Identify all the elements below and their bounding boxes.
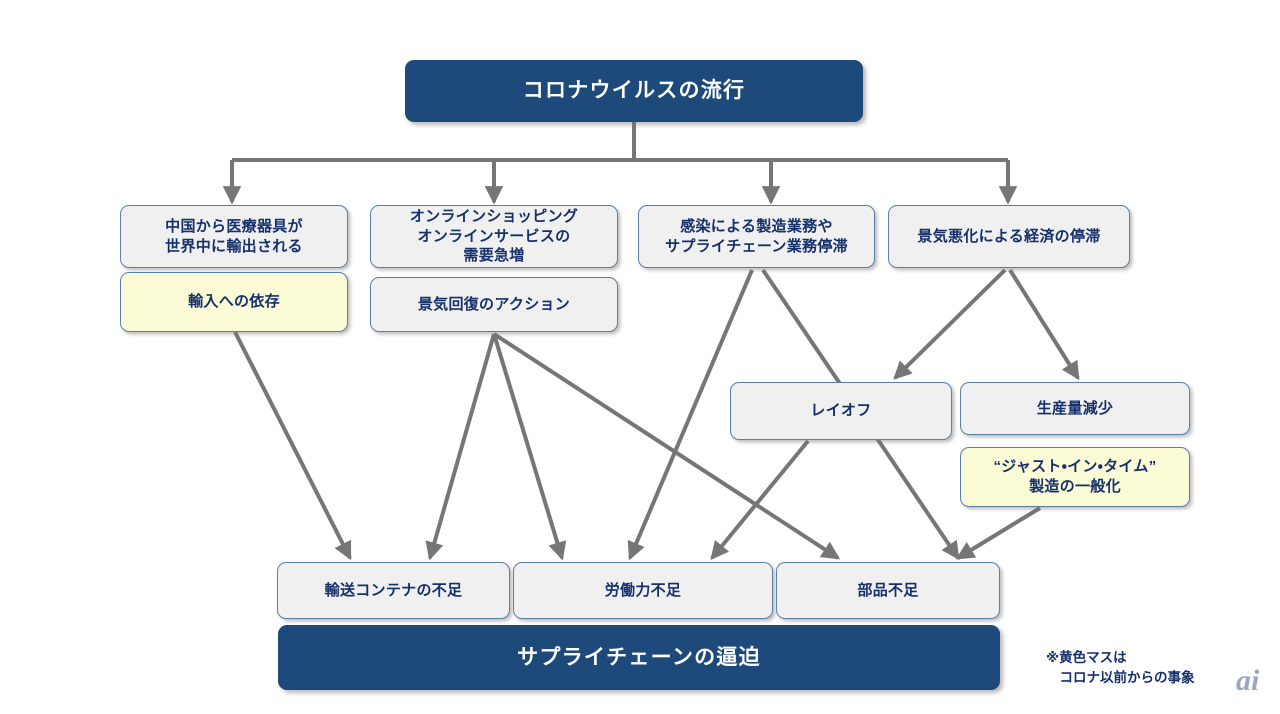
node-jit[interactable]: “ジャスト・イン・タイム” 製造の一般化 xyxy=(960,447,1190,507)
ai-logo-watermark: ai xyxy=(1236,664,1259,698)
node-import[interactable]: 輸入への依存 xyxy=(120,272,348,332)
node-downturn[interactable]: 景気悪化による経済の停滞 xyxy=(888,205,1130,268)
connector-jit-to-parts xyxy=(955,506,1042,560)
node-online[interactable]: オンラインショッピング オンラインサービスの 需要急増 xyxy=(370,205,618,268)
node-label: 感染による製造業務や サプライチェーン業務停滞 xyxy=(665,217,848,255)
connector-recovery-to-parts xyxy=(492,332,841,560)
node-label: 労働力不足 xyxy=(604,581,682,599)
node-infect[interactable]: 感染による製造業務や サプライチェーン業務停滞 xyxy=(638,205,875,268)
node-layoff[interactable]: レイオフ xyxy=(730,382,952,440)
node-label: レイオフ xyxy=(810,402,872,420)
connector-import-to-container xyxy=(233,331,352,561)
node-corona-outbreak[interactable]: コロナウイルスの流行 xyxy=(405,60,863,122)
connector-layoff-to-labor xyxy=(710,439,810,560)
node-label: 輸送コンテナの不足 xyxy=(324,581,463,599)
legend-note: ※黄色マスは コロナ以前からの事象 xyxy=(1046,650,1195,685)
node-parts[interactable]: 部品不足 xyxy=(776,562,1000,619)
node-label: 部品不足 xyxy=(857,581,919,599)
node-label: “ジャスト・イン・タイム” 製造の一般化 xyxy=(993,458,1157,495)
node-label: サプライチェーンの逼迫 xyxy=(517,645,761,669)
node-labor[interactable]: 労働力不足 xyxy=(513,562,773,619)
connector-recovery-to-labor xyxy=(492,333,567,561)
node-label: 輸入への依存 xyxy=(188,293,280,311)
node-china[interactable]: 中国から医療器具が 世界中に輸出される xyxy=(120,205,348,268)
node-label: 景気悪化による経済の停滞 xyxy=(917,227,1101,245)
node-label: 生産量減少 xyxy=(1036,399,1114,417)
node-output[interactable]: 生産量減少 xyxy=(960,382,1190,435)
node-recovery[interactable]: 景気回復のアクション xyxy=(370,277,618,332)
node-container[interactable]: 輸送コンテナの不足 xyxy=(277,562,510,619)
connector-downturn-to-output xyxy=(1008,268,1080,381)
node-label: オンラインショッピング オンラインサービスの 需要急増 xyxy=(409,207,579,265)
connector-downturn-to-layoff xyxy=(893,268,1007,380)
node-label: 中国から医療器具が 世界中に輸出される xyxy=(165,217,303,255)
logo-text: ai xyxy=(1236,664,1260,697)
node-label: 景気回復のアクション xyxy=(417,295,571,313)
connector-recovery-to-container xyxy=(425,333,496,561)
node-supply-chain-strain[interactable]: サプライチェーンの逼迫 xyxy=(278,625,1000,690)
node-label: コロナウイルスの流行 xyxy=(522,79,746,103)
